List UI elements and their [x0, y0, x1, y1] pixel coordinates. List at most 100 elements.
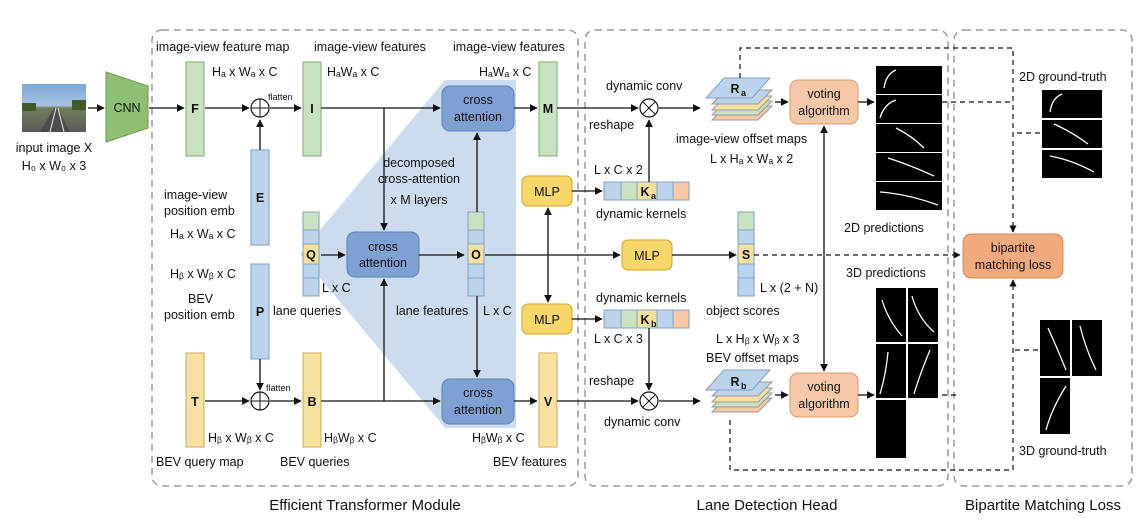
- voting-top-l2: algorithm: [798, 104, 849, 118]
- ground-truth-2d: [1042, 90, 1102, 178]
- multiply-bottom: [639, 391, 659, 411]
- lane-features-dims: L x C: [483, 304, 512, 318]
- cross-attention-top-l1: cross: [463, 93, 493, 107]
- decomposed-3: x M layers: [391, 193, 448, 207]
- mlp-top-label: MLP: [534, 185, 560, 199]
- bipartite-matching-loss: [962, 233, 1064, 279]
- pos-emb-1: image-view: [164, 188, 228, 202]
- bev-queries-dims: HᵦWᵦ x C: [324, 431, 377, 445]
- add-bottom: [250, 391, 270, 411]
- pred-2d-label: 2D predictions: [844, 221, 924, 235]
- F-label: F: [191, 102, 199, 116]
- scores-dims: L x (2 + N): [760, 281, 818, 295]
- lane-queries-dims: L x C: [322, 281, 351, 295]
- iv-offset-maps-Ra: [704, 77, 774, 121]
- bev-queries-B: [302, 352, 322, 448]
- dynamic-kernels-Ka: [603, 181, 690, 201]
- input-dims: H₀ x W₀ x 3: [22, 159, 87, 173]
- bev-queries-label: BEV queries: [280, 455, 349, 469]
- add-top: [250, 98, 270, 118]
- loss-title: Bipartite Matching Loss: [965, 497, 1121, 514]
- P-label: P: [256, 305, 264, 319]
- cnn-label: CNN: [113, 101, 140, 115]
- input-label: input image X: [16, 141, 93, 155]
- decomposed-2: cross-attention: [378, 172, 460, 186]
- flatten-top: flatten: [268, 92, 293, 102]
- object-scores-S: [737, 211, 755, 297]
- iv-features-I: [302, 61, 322, 157]
- head-panel: [584, 29, 949, 487]
- pred-3d-label: 3D predictions: [846, 266, 926, 280]
- Rb-subscript: b: [741, 381, 747, 391]
- bev-pos-2: position emb: [164, 308, 235, 322]
- lane-features-label: lane features: [396, 304, 468, 318]
- cross-attention-mid-l1: cross: [368, 240, 398, 254]
- transformer-panel: [151, 29, 579, 487]
- iv-features-dims: HₐWₐ x C: [327, 65, 379, 79]
- V-label: V: [544, 395, 553, 409]
- bev-dims: Hᵦ x Wᵦ x C: [170, 267, 236, 281]
- I-label: I: [310, 102, 313, 116]
- feature-map-label: image-view feature map: [156, 40, 289, 54]
- S-label: S: [742, 248, 750, 262]
- Ka-subscript: a: [651, 191, 657, 201]
- feature-map-F: [185, 61, 205, 157]
- pos-emb-2: position emb: [164, 204, 235, 218]
- cross-attention-bottom-l2: attention: [454, 403, 502, 417]
- voting-bottom-l2: algorithm: [798, 397, 849, 411]
- bev-query-map: BEV query map: [156, 455, 244, 469]
- Kb-subscript: b: [651, 319, 657, 329]
- lane-features-O: [467, 211, 485, 297]
- bev-query-dims: Hᵦ x Wᵦ x C: [208, 431, 274, 445]
- bev-features-V: [538, 352, 558, 448]
- Ra-subscript: a: [741, 88, 747, 98]
- lane-queries-label: lane queries: [273, 304, 341, 318]
- cross-attention-bottom-l1: cross: [463, 386, 493, 400]
- dynamic-kernels-Kb: [603, 309, 690, 329]
- object-scores-label: object scores: [706, 304, 780, 318]
- dynamic-conv-bottom: dynamic conv: [604, 415, 681, 429]
- Ra-label: R: [730, 82, 739, 96]
- bev-offset-maps-Rb: [704, 369, 774, 413]
- O-label: O: [471, 248, 481, 262]
- lxcx3: L x C x 3: [594, 332, 643, 346]
- bipartite-l1: bipartite: [991, 241, 1036, 255]
- bev-pos-1: BEV: [188, 292, 214, 306]
- lxcx2: L x C x 2: [594, 163, 643, 177]
- pos-emb-dims: Hₐ x Wₐ x C: [170, 227, 236, 241]
- iv-features2-dims: HₐWₐ x C: [479, 65, 531, 79]
- iv-offset-label: image-view offset maps: [676, 132, 807, 146]
- reshape-bottom: reshape: [589, 374, 634, 388]
- bipartite-l2: matching loss: [975, 258, 1051, 272]
- Rb-label: R: [730, 375, 739, 389]
- iv-features-label: image-view features: [314, 40, 426, 54]
- dashed-Ra-to-loss: [739, 47, 1017, 233]
- lane-queries-Q: [302, 211, 320, 297]
- cross-attention-mid-l2: attention: [359, 256, 407, 270]
- dynamic-conv-top: dynamic conv: [606, 79, 683, 93]
- input-image: [22, 84, 86, 133]
- Q-label: Q: [306, 248, 316, 262]
- mlp-mid-label: MLP: [634, 249, 660, 263]
- bev-offset-dims: L x Hᵦ x Wᵦ x 3: [716, 332, 800, 346]
- cross-attention-top-l2: attention: [454, 110, 502, 124]
- M-label: M: [543, 102, 553, 116]
- decomposed-1: decomposed: [383, 156, 455, 170]
- loss-panel: [953, 29, 1133, 487]
- voting-bottom-l1: voting: [807, 380, 840, 394]
- gt-3d-label: 3D ground-truth: [1019, 444, 1107, 458]
- bev-offset-label: BEV offset maps: [706, 351, 799, 365]
- dashed-Rb-to-loss: [729, 279, 1017, 471]
- Kb-label: K: [640, 313, 649, 327]
- T-label: T: [191, 395, 199, 409]
- mlp-bottom-label: MLP: [534, 313, 560, 327]
- multiply-top: [639, 98, 659, 118]
- dyn-kernels-bottom: dynamic kernels: [596, 291, 686, 305]
- B-label: B: [307, 395, 316, 409]
- Ka-label: K: [640, 185, 649, 199]
- cnn-block: [105, 71, 149, 143]
- voting-top-l1: voting: [807, 87, 840, 101]
- iv-features2-label: image-view features: [453, 40, 565, 54]
- transformer-title: Efficient Transformer Module: [269, 497, 460, 514]
- predictions-3d: [876, 288, 938, 458]
